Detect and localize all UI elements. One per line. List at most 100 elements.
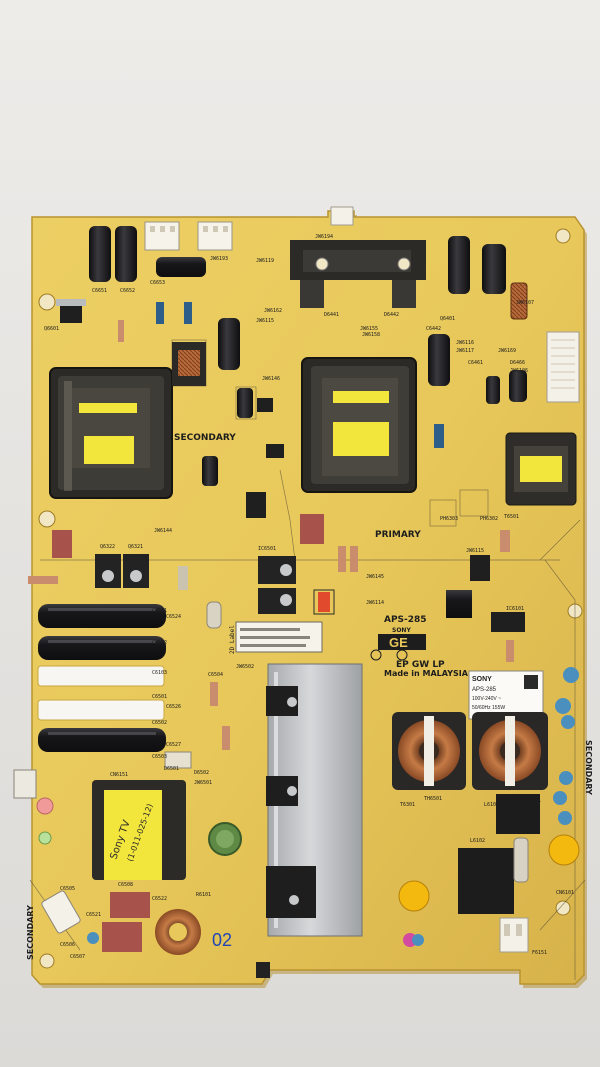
small-components xyxy=(28,299,525,769)
refdes-33: IC6101 xyxy=(506,606,524,612)
sticker-model: APS-285 xyxy=(472,687,497,693)
refdes-45: C6102 xyxy=(152,640,167,646)
right-transformer xyxy=(505,432,577,506)
board-slots xyxy=(37,665,165,721)
sticker-rating2: 50/60Hz 155W xyxy=(472,705,505,711)
refdes-60: D6501 xyxy=(164,766,179,772)
refdes-38: CN6101 xyxy=(556,890,574,896)
center-heatsink xyxy=(266,663,363,937)
refdes-26: Q6322 xyxy=(100,544,115,550)
toroidal-chokes xyxy=(392,712,548,790)
refdes-2: JW6193 xyxy=(210,256,228,262)
refdes-32: IC6501 xyxy=(258,546,276,552)
refdes-42: L6101 xyxy=(484,802,499,808)
code-text: GE xyxy=(389,635,408,650)
ntc-thermistor xyxy=(208,822,242,856)
refdes-53: C6507 xyxy=(70,954,85,960)
label-secondary-left: SECONDARY xyxy=(26,905,35,960)
refdes-27: Q6321 xyxy=(128,544,143,550)
model-marking: APS-285 SONY GE EP GW LP Made in MALAYSI… xyxy=(370,615,469,678)
refdes-18: JW6117 xyxy=(456,348,474,354)
left-edge-connector xyxy=(13,769,54,845)
refdes-21: D6466 xyxy=(510,360,525,366)
refdes-49: C6503 xyxy=(152,754,167,760)
refdes-34: R6101 xyxy=(196,892,211,898)
refdes-41: T6301 xyxy=(400,802,415,808)
refdes-56: C6522 xyxy=(152,896,167,902)
top-connectors xyxy=(144,206,580,403)
refdes-59: C6527 xyxy=(166,742,181,748)
refdes-44: C6101 xyxy=(152,608,167,614)
refdes-8: JW6115 xyxy=(256,318,274,324)
refdes-50: C6504 xyxy=(208,672,223,678)
label-primary: PRIMARY xyxy=(375,530,421,540)
marker-02: 02 xyxy=(212,930,232,950)
refdes-22: JW6106 xyxy=(510,368,528,374)
refdes-3: C6651 xyxy=(92,288,107,294)
origin-line1: EP GW LP xyxy=(396,660,445,670)
refdes-1: JW6194 xyxy=(315,234,333,240)
top-regulator-block xyxy=(290,240,426,308)
rating-sticker: SONY APS-285 100V-240V ~ 50/60Hz 155W xyxy=(468,670,544,720)
origin-line2: Made in MALAYSIA xyxy=(384,669,469,678)
refdes-36: F6101 xyxy=(526,798,541,804)
refdes-39: CN6151 xyxy=(110,772,128,778)
refdes-63: JW6502 xyxy=(236,664,254,670)
bottom-left-transformer: Sony TV (1-011-025-12) xyxy=(92,780,186,880)
blue-ceramic-capacitors xyxy=(87,667,579,944)
refdes-29: JW6145 xyxy=(366,574,384,580)
refdes-6: Q6601 xyxy=(44,326,59,332)
top-electrolytic-capacitors xyxy=(89,226,527,486)
refdes-54: C6508 xyxy=(118,882,133,888)
refdes-46: C6103 xyxy=(152,670,167,676)
refdes-10: JW6155 xyxy=(360,326,378,332)
refdes-19: C6442 xyxy=(426,326,441,332)
refdes-24: PH6302 xyxy=(480,516,498,522)
refdes-51: C6505 xyxy=(60,886,75,892)
relay-and-xcap xyxy=(458,794,540,953)
refdes-11: JW6169 xyxy=(498,348,516,354)
refdes-35: TH6501 xyxy=(424,796,442,802)
power-transistors xyxy=(95,554,296,614)
refdes-58: C6526 xyxy=(166,704,181,710)
refdes-15: D6442 xyxy=(384,312,399,318)
refdes-55: C6521 xyxy=(86,912,101,918)
reference-designator-markings: JW6194 JW6193 C6651 C6652 C6653 Q6601 JW… xyxy=(44,234,574,960)
refdes-5: C6653 xyxy=(150,280,165,286)
refdes-20: C6461 xyxy=(468,360,483,366)
bottom-small-parts xyxy=(256,933,424,978)
refdes-37: F6151 xyxy=(532,950,547,956)
refdes-4: C6652 xyxy=(120,288,135,294)
refdes-12: JW6146 xyxy=(262,376,280,382)
model-text: APS-285 xyxy=(384,615,427,625)
brand-text: SONY xyxy=(392,627,411,634)
center-transformer xyxy=(301,357,417,493)
mounting-holes xyxy=(38,228,583,969)
refdes-17: JW6116 xyxy=(456,340,474,346)
bottom-left-filter xyxy=(41,890,201,955)
left-transformer xyxy=(49,367,173,499)
yellow-disc-capacitors xyxy=(398,834,580,912)
board-silkscreen-labels: SECONDARY PRIMARY SECONDARY SECONDARY 02 xyxy=(26,433,593,960)
sticker-brand: SONY xyxy=(472,676,492,683)
top-right-inductor xyxy=(510,282,528,320)
refdes-16: JW6158 xyxy=(362,332,380,338)
refdes-7: JW6119 xyxy=(256,258,274,264)
refdes-25: PH6303 xyxy=(440,516,458,522)
refdes-43: L6102 xyxy=(470,838,485,844)
refdes-52: C6506 xyxy=(60,942,75,948)
label-secondary-right: SECONDARY xyxy=(584,740,593,795)
label-2d: 2D Label xyxy=(229,625,236,654)
refdes-23: JW6107 xyxy=(516,300,534,306)
refdes-62: JW6501 xyxy=(194,780,212,786)
sticker-rating1: 100V-240V ~ xyxy=(472,696,501,702)
refdes-30: JW6114 xyxy=(366,600,384,606)
refdes-61: D6502 xyxy=(194,770,209,776)
refdes-31: JW6115 xyxy=(466,548,484,554)
label-secondary-top: SECONDARY xyxy=(174,433,236,443)
refdes-9: JW6162 xyxy=(264,308,282,314)
small-aux-transformer xyxy=(172,342,206,386)
refdes-28: JW6144 xyxy=(154,528,172,534)
refdes-57: C6524 xyxy=(166,614,181,620)
refdes-48: C6502 xyxy=(152,720,167,726)
